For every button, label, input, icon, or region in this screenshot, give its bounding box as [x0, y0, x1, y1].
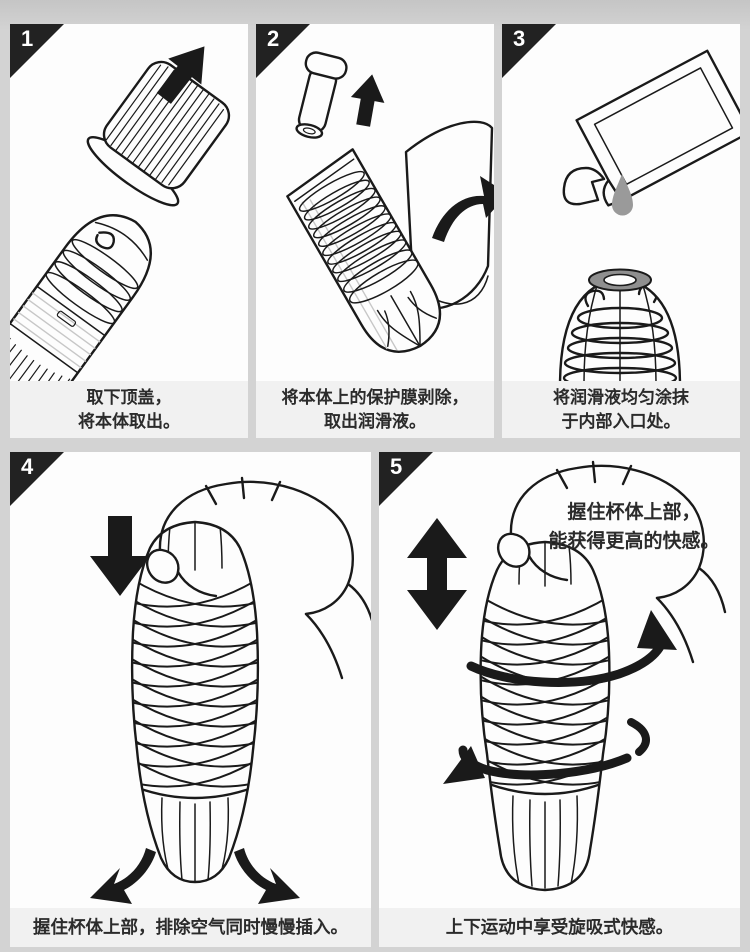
air-out-right-arrow-icon [234, 848, 300, 904]
step3-caption-line1: 将润滑液均匀涂抹 [553, 387, 689, 407]
up-down-arrow-icon [407, 518, 467, 630]
step5-caption-line1: 上下运动中享受旋吸式快感。 [445, 917, 674, 937]
step5-number: 5 [390, 454, 403, 479]
step2-caption-line2: 取出润滑液。 [324, 411, 426, 431]
step1-number: 1 [21, 26, 34, 51]
step4-caption: 握住杯体上部，排除空气同时慢慢插入。 [10, 908, 371, 947]
rotate-upper-arrow-icon [466, 610, 677, 687]
cup-opening [558, 268, 682, 381]
step3-number: 3 [513, 26, 526, 51]
cup-cap [86, 60, 231, 207]
step3-panel: 3 [502, 24, 740, 438]
air-out-left-arrow-icon [90, 848, 156, 904]
step1-illustration [10, 46, 231, 381]
step2-illustration [286, 51, 494, 353]
step4-number: 4 [21, 454, 34, 479]
step4-panel: 4 [10, 452, 371, 947]
step5-annotation: 握住杯体上部， 能获得更高的快感。 [534, 498, 734, 557]
step2-caption-line1: 将本体上的保护膜剥除， [281, 387, 469, 407]
step3-caption-line2: 于内部入口处。 [561, 411, 681, 431]
step5-caption: 上下运动中享受旋吸式快感。 [379, 908, 740, 947]
step5-annotation-line1: 握住杯体上部， [567, 502, 701, 523]
step5-panel: 5 握住杯体上部， 能获得更高的快感。 [379, 452, 740, 947]
cup-body [10, 214, 152, 381]
step2-panel: 2 [256, 24, 494, 438]
peel-curve-arrow-icon [432, 176, 494, 242]
cup-body-cutaway [286, 148, 442, 353]
hand [146, 476, 371, 680]
up-arrow-icon [350, 74, 385, 127]
torn-corner [562, 166, 606, 206]
lubricant-tube [295, 51, 348, 139]
down-arrow-icon [90, 516, 150, 596]
step4-illustration [90, 476, 371, 904]
step2-caption: 将本体上的保护膜剥除， 取出润滑液。 [256, 381, 494, 438]
step4-caption-line1: 握住杯体上部，排除空气同时慢慢插入。 [33, 917, 348, 937]
up-right-arrow-icon [156, 46, 205, 104]
step1-caption-line1: 取下顶盖， [86, 387, 172, 407]
cup [479, 540, 611, 892]
cup [130, 520, 260, 884]
lubricant-drop-icon [612, 174, 633, 216]
step3-caption: 将润滑液均匀涂抹 于内部入口处。 [502, 381, 740, 438]
step2-number: 2 [267, 26, 280, 51]
rotate-lower-arrow-icon [443, 718, 650, 784]
hand [497, 460, 727, 664]
step3-illustration [558, 49, 740, 381]
step5-annotation-line2: 能获得更高的快感。 [548, 531, 720, 553]
step5-illustration [407, 460, 727, 892]
step1-caption: 取下顶盖， 将本体取出。 [10, 381, 248, 438]
step1-caption-line2: 将本体取出。 [78, 411, 180, 431]
step1-panel: 1 [10, 24, 248, 438]
